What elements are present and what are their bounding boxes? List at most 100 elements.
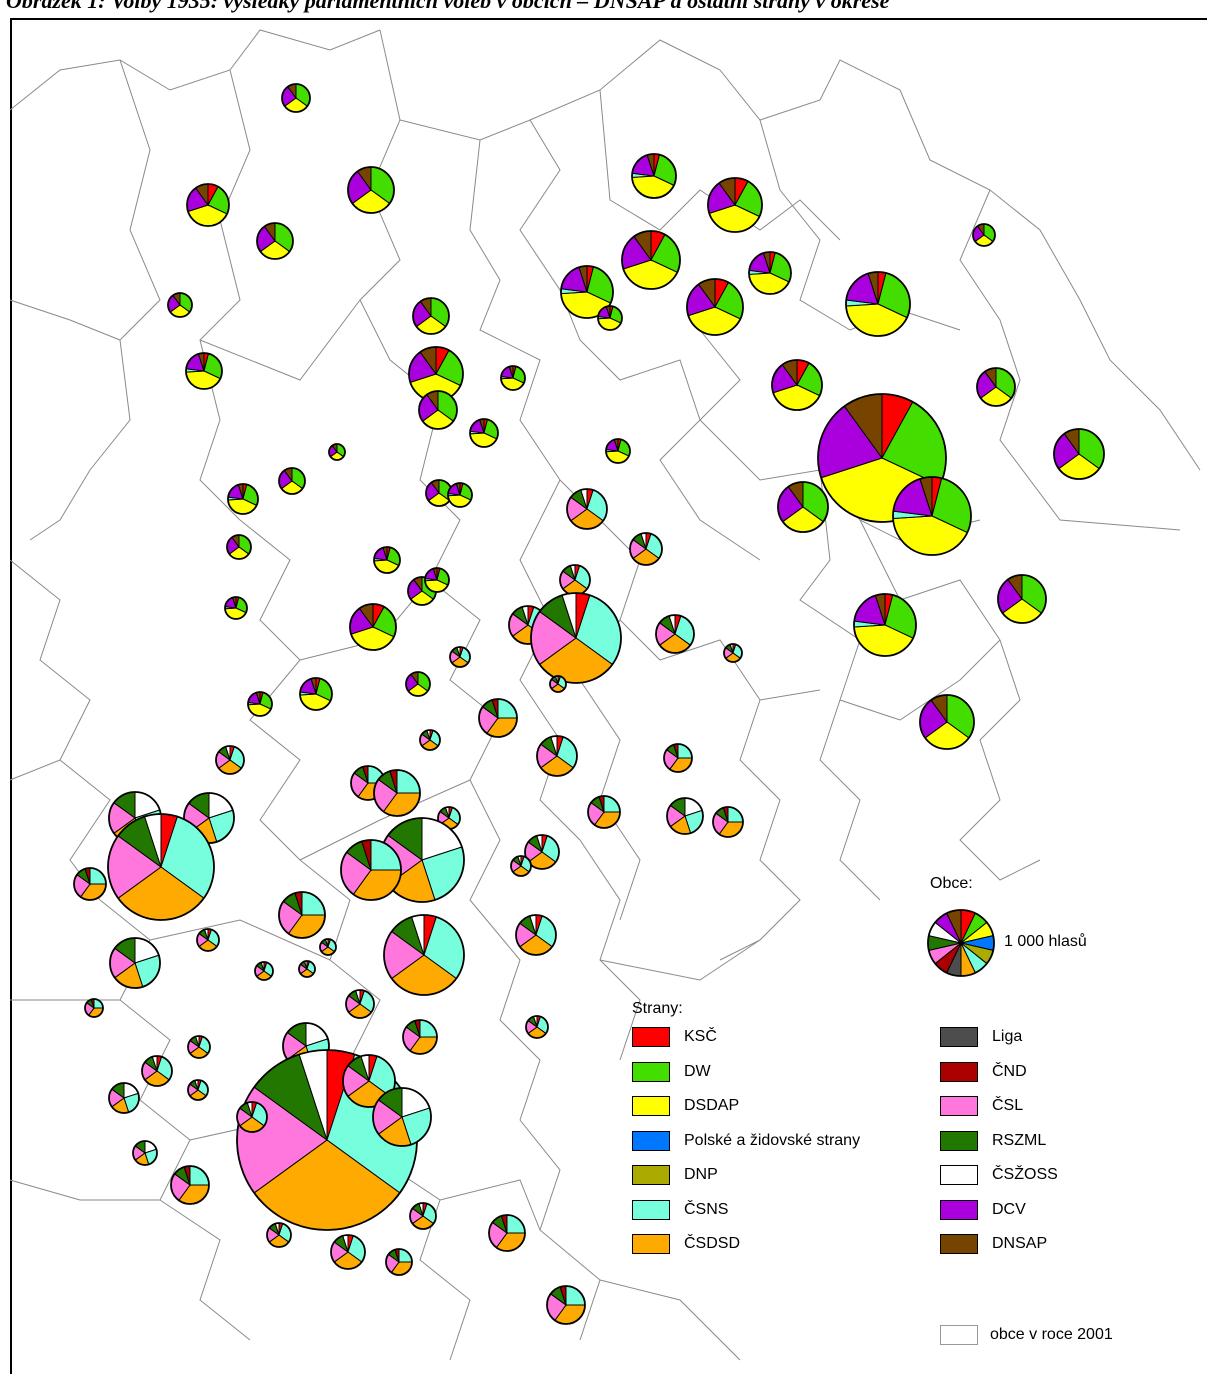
municipality-pie bbox=[372, 1087, 432, 1147]
municipality-pie bbox=[408, 346, 464, 402]
municipality-pie bbox=[546, 1285, 586, 1325]
legend-swatch-csdsd bbox=[632, 1234, 670, 1254]
legend-label-dnsap: DNSAP bbox=[992, 1235, 1048, 1252]
municipality-pie bbox=[469, 418, 499, 448]
municipality-pie bbox=[226, 534, 252, 560]
legend-label-liga: Liga bbox=[992, 1028, 1023, 1045]
municipality-pie bbox=[109, 937, 161, 989]
municipality-pie bbox=[748, 251, 792, 295]
municipality-pie bbox=[383, 914, 465, 996]
municipality-pie bbox=[524, 834, 560, 870]
municipality-pie bbox=[972, 223, 996, 247]
legend-label-dnp: DNP bbox=[684, 1166, 718, 1183]
pie-symbols bbox=[73, 83, 1105, 1325]
municipality-pie bbox=[536, 735, 578, 777]
map-frame bbox=[10, 18, 1207, 1374]
municipality-pie bbox=[549, 675, 567, 693]
municipality-pie bbox=[227, 483, 259, 515]
municipality-pie bbox=[187, 1079, 209, 1101]
legend-swatch-polske bbox=[632, 1130, 670, 1151]
legend-label-csl: ČSL bbox=[992, 1097, 1024, 1114]
municipality-pie bbox=[449, 646, 471, 668]
municipality-pie bbox=[525, 1015, 549, 1039]
figure-title: Obrázek 1: Volby 1935: výsledky parlamen… bbox=[6, 0, 890, 13]
municipality-pie bbox=[278, 467, 306, 495]
municipality-pie bbox=[236, 1101, 268, 1133]
municipality-pie bbox=[108, 1082, 140, 1114]
municipality-pie bbox=[629, 532, 663, 566]
municipality-pie bbox=[418, 390, 458, 430]
municipality-pie bbox=[319, 938, 337, 956]
legend-boundary-label: obce v roce 2001 bbox=[990, 1326, 1113, 1343]
municipality-pie bbox=[605, 438, 631, 464]
legend-swatch-cszoss bbox=[940, 1165, 978, 1185]
legend-label-rszml: RSZML bbox=[992, 1131, 1047, 1149]
municipality-pie bbox=[666, 797, 704, 835]
municipality-pie bbox=[409, 1202, 437, 1230]
municipality-pie bbox=[515, 914, 557, 956]
municipality-pie bbox=[405, 671, 431, 697]
municipality-pie bbox=[686, 278, 744, 336]
municipality-pie bbox=[559, 564, 591, 596]
legend-label-cnd: ČND bbox=[992, 1062, 1027, 1080]
municipality-pie bbox=[853, 593, 917, 657]
legend-swatch-ksc bbox=[632, 1027, 670, 1047]
municipality-pie bbox=[817, 393, 947, 523]
municipality-pie bbox=[771, 359, 823, 411]
municipality-pie bbox=[587, 795, 621, 829]
municipality-pie bbox=[107, 813, 215, 921]
municipality-pie bbox=[488, 1214, 526, 1252]
municipality-boundaries bbox=[9, 29, 1201, 1361]
municipality-pie bbox=[84, 998, 104, 1018]
legend-swatch-csns bbox=[632, 1199, 670, 1220]
municipality-pie bbox=[345, 989, 375, 1019]
municipality-pie bbox=[187, 1035, 211, 1059]
municipality-pie bbox=[997, 574, 1047, 624]
municipality-pie bbox=[256, 222, 294, 260]
legend-label-csns: ČSNS bbox=[684, 1200, 729, 1218]
municipality-pie bbox=[447, 482, 473, 508]
municipality-pie bbox=[299, 677, 333, 711]
municipality-pie bbox=[402, 1019, 438, 1055]
legend-swatch-csl bbox=[940, 1096, 978, 1116]
municipality-pie bbox=[919, 694, 975, 750]
municipality-pie bbox=[132, 1140, 158, 1166]
municipality-pie bbox=[167, 292, 193, 318]
legend-swatch-rszml bbox=[940, 1130, 978, 1151]
municipality-pie bbox=[385, 1248, 413, 1276]
municipality-pie bbox=[707, 177, 763, 233]
legend-strany-heading: Strany: bbox=[632, 1000, 683, 1017]
municipality-pie bbox=[340, 839, 402, 901]
legend-scale-label: 1 000 hlasů bbox=[1004, 933, 1087, 950]
scale-pie bbox=[927, 909, 995, 977]
legend-swatch-dw bbox=[632, 1061, 670, 1082]
municipality-pie bbox=[186, 183, 230, 227]
municipality-pie bbox=[373, 546, 401, 574]
legend-label-cszoss: ČSŽOSS bbox=[992, 1166, 1058, 1183]
municipality-pie bbox=[621, 230, 681, 290]
legend-label-ksc: KSČ bbox=[684, 1028, 717, 1045]
municipality-pie bbox=[330, 1234, 366, 1270]
legend-swatch-dcv bbox=[940, 1199, 978, 1220]
legend-swatch-cnd bbox=[940, 1061, 978, 1082]
municipality-pie bbox=[424, 567, 450, 593]
legend-scale-pie bbox=[927, 909, 995, 977]
municipality-pie bbox=[663, 743, 693, 773]
municipality-pie bbox=[510, 855, 532, 877]
legend-boundary-swatch bbox=[940, 1325, 978, 1345]
municipality-pie bbox=[655, 614, 695, 654]
municipality-pie bbox=[373, 769, 421, 817]
municipality-pie bbox=[566, 488, 608, 530]
municipality-pie bbox=[777, 481, 829, 533]
municipality-pie bbox=[141, 1055, 173, 1087]
municipality-pie bbox=[500, 365, 526, 391]
municipality-pie bbox=[247, 691, 273, 717]
municipality-pie bbox=[170, 1165, 210, 1205]
municipality-pie bbox=[224, 596, 248, 620]
municipality-pie bbox=[723, 643, 743, 663]
legend-swatch-liga bbox=[940, 1027, 978, 1047]
municipality-pie bbox=[631, 153, 677, 199]
municipality-pie bbox=[185, 352, 223, 390]
